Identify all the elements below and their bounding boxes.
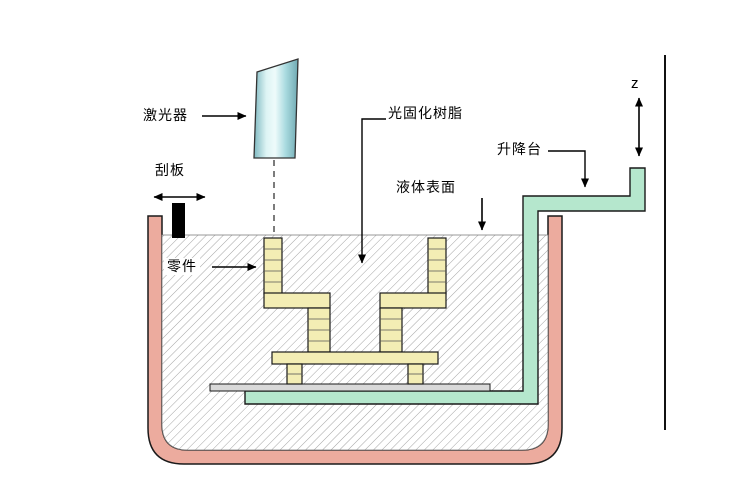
liquid-surface-label: 液体表面 (396, 179, 456, 195)
scraper-label: 刮板 (155, 162, 185, 178)
platform-label-arrow-icon (548, 150, 589, 188)
elevator-platform-arm (244, 167, 646, 405)
base-plate (209, 383, 491, 392)
platform-label: 升降台 (497, 141, 542, 157)
part-layer-lines (264, 248, 446, 375)
resin-label: 光固化树脂 (388, 105, 463, 121)
part-right-column (427, 237, 447, 295)
resin-label-arrow-icon (358, 118, 386, 264)
scraper-blade (172, 203, 185, 238)
laser-label: 激光器 (143, 107, 188, 123)
part-left-column (263, 237, 283, 295)
part-right-beam (379, 292, 447, 309)
part-table-bar (271, 351, 439, 365)
printed-part (263, 237, 447, 385)
laser-head (253, 58, 299, 159)
z-axis-label: z (631, 75, 639, 92)
part-label: 零件 (164, 258, 200, 276)
part-left-beam (263, 292, 331, 309)
